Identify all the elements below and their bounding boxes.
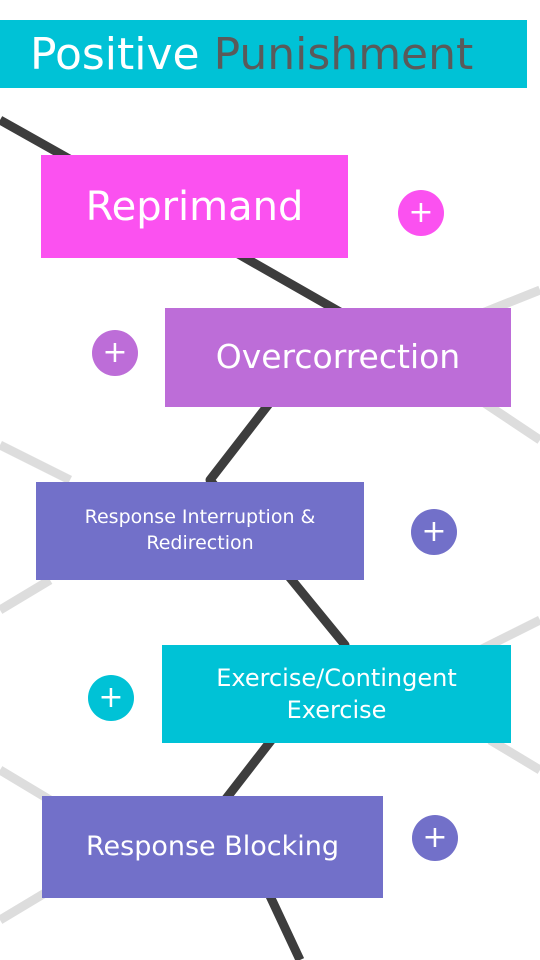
response-interruption-expand-plus-icon[interactable]: +	[411, 509, 457, 555]
reprimand-label: Reprimand	[85, 183, 304, 230]
exercise-label: Exercise/Contingent Exercise	[216, 663, 457, 724]
reprimand-expand-plus-icon[interactable]: +	[398, 190, 444, 236]
response-blocking-label: Response Blocking	[85, 830, 340, 862]
reprimand-box[interactable]: Reprimand	[41, 155, 348, 258]
overcorrection-label: Overcorrection	[215, 337, 461, 377]
response-blocking-box[interactable]: Response Blocking	[42, 796, 383, 898]
title-banner: Positive Punishment	[0, 20, 527, 88]
response-interruption-box[interactable]: Response Interruption & Redirection	[36, 482, 364, 580]
overcorrection-expand-plus-icon[interactable]: +	[92, 330, 138, 376]
title-word-punishment: Punishment	[213, 28, 474, 80]
response-interruption-label: Response Interruption & Redirection	[84, 506, 316, 554]
title-word-positive: Positive	[30, 28, 200, 80]
exercise-expand-plus-icon[interactable]: +	[88, 675, 134, 721]
response-blocking-expand-plus-icon[interactable]: +	[412, 815, 458, 861]
overcorrection-box[interactable]: Overcorrection	[165, 308, 511, 407]
exercise-box[interactable]: Exercise/Contingent Exercise	[162, 645, 511, 743]
